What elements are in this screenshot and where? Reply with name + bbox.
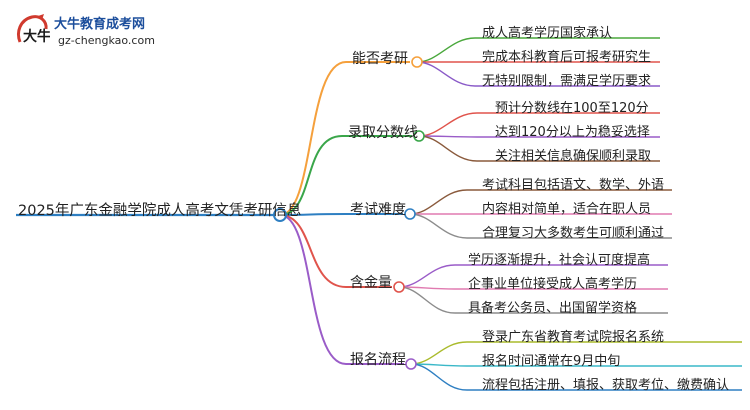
leaf-label: 考试科目包括语文、数学、外语 [482, 178, 665, 193]
leaf-label: 登录广东省教育考试院报名系统 [482, 330, 665, 345]
branch-connector [279, 61, 347, 216]
leaf-connector [418, 135, 478, 162]
branch-collapse-node [404, 208, 416, 220]
leaf-connector [416, 37, 476, 63]
leaf-label: 成人高考学历国家承认 [482, 26, 613, 41]
branch-collapse-node [413, 130, 425, 142]
branch-collapse-node [411, 56, 423, 68]
leaf-label: 流程包括注册、填报、获取考位、缴费确认 [482, 378, 730, 393]
branch-label-nandu: 考试难度 [350, 202, 406, 218]
branch-label-baoming: 报名流程 [350, 352, 406, 368]
leaf-label: 报名时间通常在9月中旬 [482, 354, 621, 369]
branch-label-kaoyan: 能否考研 [352, 51, 408, 67]
leaf-label: 预计分数线在100至120分 [495, 101, 649, 116]
leaf-connector [409, 189, 468, 215]
leaf-connector [410, 363, 468, 391]
leaf-connector [416, 61, 476, 87]
branch-collapse-node [393, 281, 405, 293]
leaf-connector [418, 112, 478, 137]
leaf-label: 达到120分以上为稳妥选择 [495, 125, 650, 140]
logo-url: gz-chengkao.com [58, 34, 155, 47]
logo-mark-text: 大牛 [23, 28, 50, 45]
root-topic-label: 2025年广东金融学院成人高考文凭考研信息 [18, 203, 302, 219]
leaf-label: 合理复习大多数考生可顺利通过 [482, 226, 665, 241]
leaf-connector [398, 264, 456, 288]
leaf-label: 完成本科教育后可报考研究生 [482, 50, 652, 65]
leaf-label: 具备考公务员、出国留学资格 [468, 301, 638, 316]
leaf-connector [410, 341, 468, 365]
leaf-label: 学历逐渐提升，社会认可度提高 [468, 253, 651, 268]
logo-title: 大牛教育成考网 [54, 17, 146, 32]
branch-connector [279, 135, 343, 216]
branch-label-fenshuxian: 录取分数线 [348, 125, 418, 141]
leaf-label: 关注相关信息确保顺利录取 [495, 149, 652, 164]
site-logo[interactable]: 大牛 大牛教育成考网 gz-chengkao.com [14, 10, 164, 54]
root-collapse-node [273, 208, 287, 222]
branch-connector [279, 214, 347, 365]
leaf-label: 内容相对简单，适合在职人员 [482, 202, 652, 217]
leaf-connector [398, 286, 456, 314]
leaf-label: 无特别限制，需满足学历要求 [482, 74, 652, 89]
branch-label-hanjinliang: 含金量 [350, 275, 392, 291]
leaf-connector [409, 213, 468, 239]
branch-connector [279, 214, 347, 288]
branch-collapse-node [405, 358, 417, 370]
leaf-label: 企事业单位接受成人高考学历 [468, 277, 638, 292]
branch-connector [279, 213, 347, 216]
logo-mark-icon: 大牛 [17, 14, 50, 45]
